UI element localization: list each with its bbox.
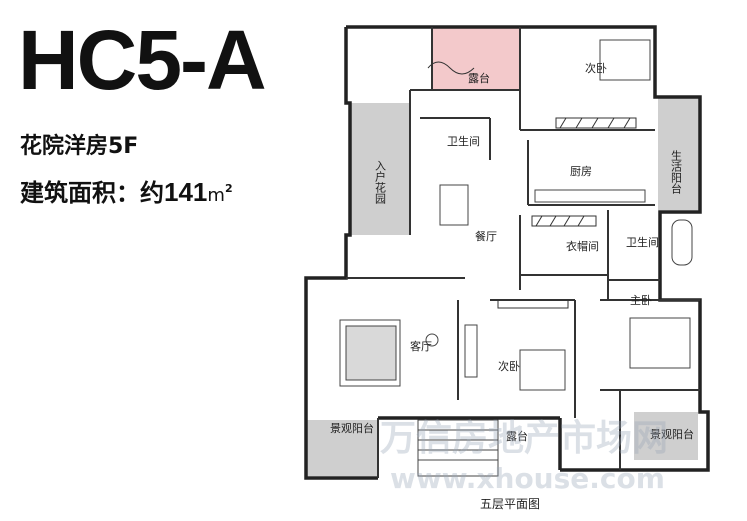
- room-label-kitchen: 厨房: [570, 165, 592, 178]
- master-bed: [629, 317, 691, 369]
- plan-caption: 五层平面图: [480, 497, 540, 511]
- stair: [417, 419, 499, 477]
- room-label-bathroom-1: 卫生间: [447, 134, 480, 148]
- bathtub: [671, 219, 693, 266]
- area-unit: m: [207, 185, 225, 206]
- entry-garden-fill: [350, 103, 410, 235]
- room-label-second-bedroom-top: 次卧: [585, 61, 607, 75]
- room-label-living: 客厅: [410, 339, 432, 353]
- area-label: 建筑面积：: [20, 179, 140, 207]
- building-area: 建筑面积：约141m2: [20, 173, 233, 208]
- dining-table: [439, 184, 469, 226]
- top-terrace-fill: [432, 27, 520, 90]
- room-label-second-bedroom-mid: 次卧: [498, 359, 520, 373]
- model-title: HC5-A: [18, 13, 267, 107]
- second-bed-top: [599, 39, 651, 81]
- area-prefix: 约: [140, 179, 164, 207]
- watermark-cn: 万信房地产市场网: [380, 418, 668, 459]
- room-label-dining: 餐厅: [475, 229, 497, 243]
- room-label-master-bedroom: 主卧: [630, 294, 652, 307]
- kitchen-counter: [534, 189, 646, 203]
- right-balcony-fill: [634, 412, 698, 460]
- room-label-view-balcony-right: 景观阳台: [650, 427, 694, 441]
- watermark-en: www.xhouse.com: [390, 462, 665, 495]
- room-label-entry-garden: 入户花园: [374, 160, 387, 205]
- furniture: [339, 39, 693, 477]
- tv-cabinet: [464, 324, 478, 378]
- room-label-terrace-top: 露台: [468, 71, 490, 85]
- second-bed-mid: [519, 349, 566, 391]
- living-rug: [345, 325, 397, 381]
- room-label-walk-in-closet: 衣帽间: [566, 239, 599, 253]
- room-label-service-balcony: 生活阳台: [670, 149, 683, 194]
- sofa: [339, 319, 401, 387]
- area-unit-sup: 2: [224, 182, 233, 195]
- left-balcony-fill: [306, 420, 378, 476]
- window-marks: [497, 117, 637, 309]
- interior-walls: [346, 27, 700, 478]
- room-label-terrace-bottom: 露台: [506, 429, 528, 443]
- service-balcony-fill: [658, 98, 700, 210]
- area-value: 141: [164, 177, 208, 207]
- room-label-view-balcony-left: 景观阳台: [330, 421, 374, 435]
- subtitle: 花院洋房5F: [20, 134, 139, 159]
- room-label-bathroom-2: 卫生间: [626, 235, 659, 249]
- exterior-walls: [304, 25, 710, 480]
